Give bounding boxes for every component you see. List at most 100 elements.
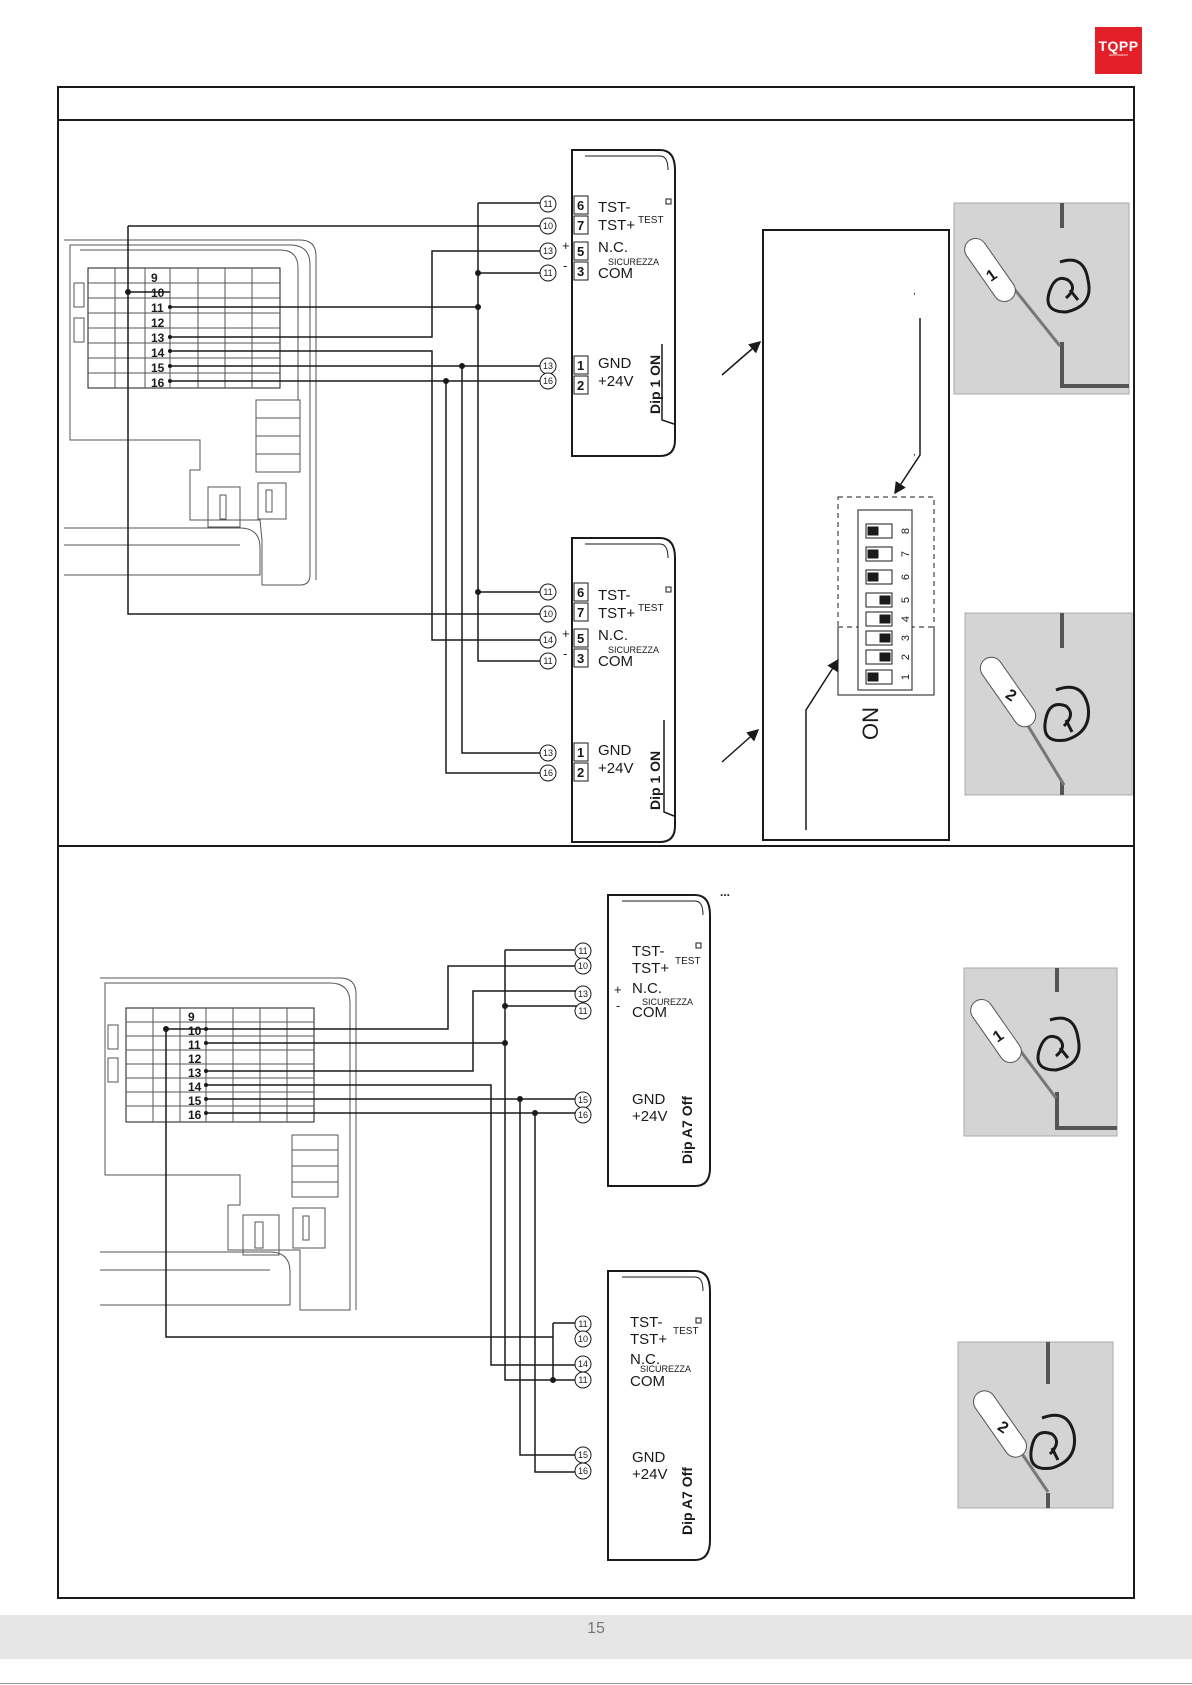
b2-label-test: TEST: [673, 1326, 699, 1337]
b-bubble-10: 11: [578, 1375, 587, 1385]
bottom-leaf-2-illustration: [957, 1341, 1114, 1509]
bottom-wire-number-bubbles: [574, 942, 592, 1480]
arrow-to-dip-2: [721, 729, 760, 763]
terminal-15: 15: [151, 361, 165, 375]
s1-pin-5: 5: [577, 244, 584, 259]
s1-pin-7: 7: [577, 218, 584, 233]
s2-label-test: TEST: [638, 603, 664, 614]
s2-label-gnd: GND: [598, 742, 632, 759]
s2-pin-1: 1: [577, 745, 584, 760]
top-wire-number-bubbles: [539, 195, 557, 782]
s1-pin-6: 6: [577, 198, 584, 213]
svg-text:2: 2: [900, 654, 912, 660]
b-terminal-12: 12: [188, 1052, 202, 1066]
top-wire-junctions: [125, 270, 481, 595]
s2-pin-6: 6: [577, 585, 584, 600]
s1-label-test: TEST: [638, 215, 664, 226]
terminal-9: 9: [151, 271, 158, 285]
b-bubble-6: 16: [578, 1110, 588, 1120]
s1-minus: -: [563, 258, 567, 273]
b2-label-tst-plus: TST+: [630, 1331, 667, 1348]
top-sensor-2: [571, 537, 676, 843]
bubble-t6: 16: [543, 376, 553, 386]
b2-dip-label: Dip A7 Off: [679, 1467, 695, 1535]
svg-text:,: ,: [913, 286, 916, 297]
svg-text:4: 4: [900, 616, 912, 622]
footer-bar: [0, 1615, 1192, 1659]
s1-label-nc: N.C.: [598, 239, 628, 256]
b-bubble-11: 15: [578, 1450, 588, 1460]
b2-label-tst-minus: TST-: [630, 1314, 663, 1331]
s2-minus: -: [563, 646, 567, 661]
s2-pin-2: 2: [577, 765, 584, 780]
header-divider: [57, 119, 1135, 121]
b2-label-com: COM: [630, 1373, 665, 1390]
bottom-rule: [0, 1683, 1192, 1684]
b2-label-24v: +24V: [632, 1466, 667, 1483]
b1-plus: +: [614, 982, 622, 997]
svg-text:7: 7: [900, 551, 912, 557]
top-leaf-2-illustration: [964, 612, 1133, 796]
bubble-t11: 13: [543, 748, 553, 758]
s2-label-sicurezza: SICUREZZA: [608, 645, 659, 655]
bottom-wire-number-texts: 11 10 13 11 15 16 11 10 14 11 15 16: [578, 946, 588, 1476]
dip-switch-numbers: 8 7 6 5 4 3 2 1: [900, 528, 912, 680]
s1-dip-label: Dip 1 ON: [647, 355, 663, 414]
b-bubble-9: 14: [578, 1359, 588, 1369]
b-bubble-5: 15: [578, 1095, 588, 1105]
b1-label-tst-plus: TST+: [632, 960, 669, 977]
s1-dip-mark: [661, 344, 675, 425]
bubble-t7: 11: [543, 587, 552, 597]
dip-switch-box: , ,: [762, 229, 950, 841]
svg-text:1: 1: [900, 674, 912, 680]
bubble-t12: 16: [543, 768, 553, 778]
terminal-14: 14: [151, 346, 165, 360]
s2-pin-7: 7: [577, 605, 584, 620]
top-sensor-2-text: 6 7 5 3 1 2 TST- TST+ TEST N.C. SICUREZZ…: [562, 585, 664, 810]
bottom-sensor-2-text: TST- TST+ TEST N.C. SICUREZZA COM GND +2…: [630, 1314, 699, 1535]
s1-label-tst-minus: TST-: [598, 199, 631, 216]
bottom-board-labels: 9 10 11 12 13 14 15 16: [188, 1010, 202, 1122]
b1-label-sicurezza: SICUREZZA: [642, 997, 693, 1007]
s2-plus: +: [562, 626, 570, 641]
top-leaf-1-illustration: [953, 202, 1130, 395]
bubble-t8: 10: [543, 609, 553, 619]
page-frame: [57, 86, 1135, 1599]
b2-label-gnd: GND: [632, 1449, 666, 1466]
bottom-sensor-1: [607, 894, 711, 1187]
svg-text:8: 8: [900, 528, 912, 534]
b2-label-sicurezza: SICUREZZA: [640, 1364, 691, 1374]
b-terminal-14: 14: [188, 1080, 202, 1094]
bubble-t9: 14: [543, 635, 553, 645]
b1-label-tst-minus: TST-: [632, 943, 665, 960]
s2-label-nc: N.C.: [598, 627, 628, 644]
s1-plus: +: [562, 238, 570, 253]
s1-label-gnd: GND: [598, 355, 632, 372]
b-terminal-11: 11: [188, 1038, 201, 1052]
s1-pin-1: 1: [577, 358, 584, 373]
s2-label-tst-minus: TST-: [598, 587, 631, 604]
bubble-t3: 13: [543, 246, 553, 256]
top-wires: [127, 202, 544, 774]
s2-label-com: COM: [598, 653, 633, 670]
bottom-sensor-2: [607, 1270, 711, 1561]
logo-text: TQPP: [1098, 38, 1139, 54]
bottom-wires: [165, 949, 580, 1473]
top-control-board: [64, 239, 317, 586]
b1-label-com: COM: [632, 1004, 667, 1021]
b-terminal-16: 16: [188, 1108, 202, 1122]
s2-dip-label: Dip 1 ON: [647, 751, 663, 810]
b-bubble-4: 11: [578, 1006, 587, 1016]
wiring-diagrams: 9 10 11 12 13 14 15 16: [64, 149, 1133, 1561]
dip-switches: [865, 523, 893, 685]
svg-text:5: 5: [900, 597, 912, 603]
s1-pin-2: 2: [577, 378, 584, 393]
bubble-t4: 11: [543, 268, 552, 278]
bottom-leaf-1-illustration: [963, 967, 1118, 1137]
bottom-control-board: [100, 977, 357, 1311]
b-terminal-10: 10: [188, 1024, 202, 1038]
b-bubble-1: 11: [578, 946, 587, 956]
s2-pin-3: 3: [577, 651, 584, 666]
b1-dip-label: Dip A7 Off: [679, 1096, 695, 1164]
bottom-sensor-1-text: TST- TST+ TEST N.C. SICUREZZA COM + - GN…: [614, 943, 701, 1164]
